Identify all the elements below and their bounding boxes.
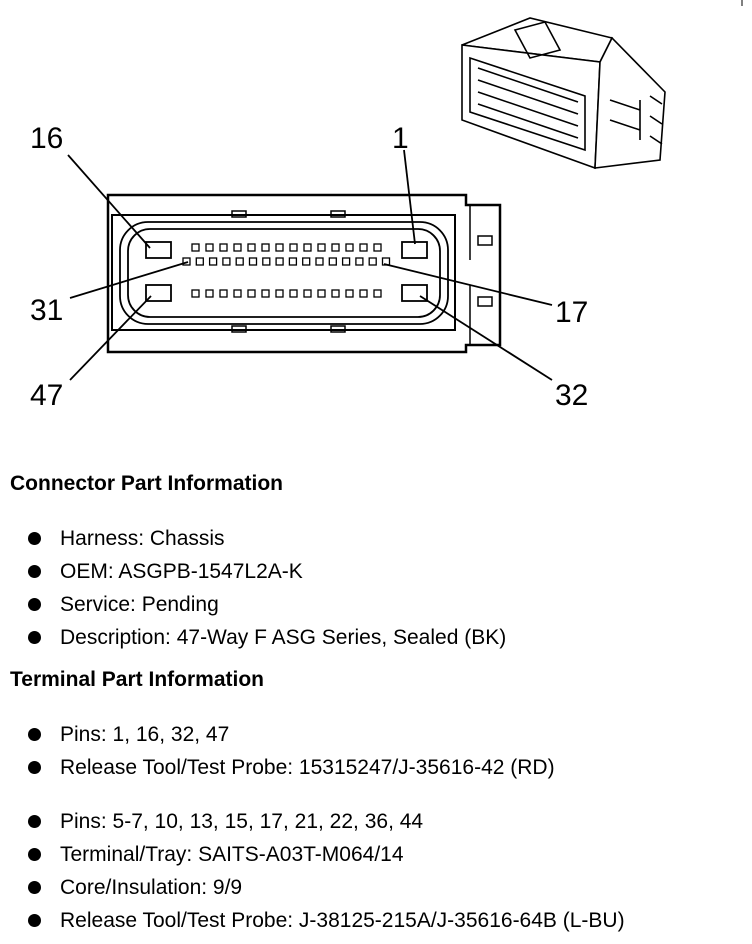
pin-cavity [248,257,258,266]
pin-cavity [261,289,270,298]
pin-cavity [208,257,218,266]
pin-label-47: 47 [30,379,63,412]
pin-cavity [303,289,312,298]
connector-diagram: 16 1 31 17 47 32 [30,0,743,412]
pin-cavity [317,243,326,252]
pin-cavity [289,289,298,298]
pin-cavity [191,243,200,252]
pin-label-17: 17 [555,296,588,329]
pin-cavity [303,243,312,252]
bullet-icon [28,914,41,927]
pin-cavity [368,257,377,266]
list-item: Release Tool/Test Probe: 15315247/J-3561… [0,751,752,784]
pin-cavity [275,289,284,298]
bullet-icon [28,815,41,828]
bullet-icon [28,532,41,545]
pin-cavity [331,289,340,298]
cavity-47 [145,284,172,302]
terminal-info-list-2: Pins: 5-7, 10, 13, 15, 17, 21, 22, 36, 4… [0,805,752,937]
pin-label-32: 32 [555,379,588,412]
pin-cavity [373,289,382,298]
pin-label-16: 16 [30,122,63,155]
pin-cavity [219,243,228,252]
connector-3d-illustration [461,17,666,170]
list-item: Description: 47-Way F ASG Series, Sealed… [0,621,752,654]
bullet-icon [28,728,41,741]
bullet-icon [28,761,41,774]
pin-cavity [331,243,340,252]
list-item: Release Tool/Test Probe: J-38125-215A/J-… [0,904,752,937]
pin-cavity [275,243,284,252]
list-item: OEM: ASGPB-1547L2A-K [0,555,752,588]
pin-cavity [261,243,270,252]
list-item: Terminal/Tray: SAITS-A03T-M064/14 [0,838,752,871]
pin-cavity [288,257,298,266]
list-item: Core/Insulation: 9/9 [0,871,752,904]
connector-section-title: Connector Part Information [10,472,284,495]
terminal-section-title: Terminal Part Information [10,668,264,691]
pin-cavity [359,289,368,298]
large-cavities [145,241,428,302]
pin-cavity [341,257,351,266]
pin-cavity [275,257,284,266]
bullet-icon [28,598,41,611]
bullet-icon [28,565,41,578]
leader-lines [67,149,553,381]
pin-label-31: 31 [30,294,63,327]
bullet-icon [28,881,41,894]
pin-label-1: 1 [392,122,409,155]
pin-cavity [219,289,228,298]
pin-cavity [315,257,324,266]
connector-info-list: Harness: Chassis OEM: ASGPB-1547L2A-K Se… [0,522,752,654]
connector-face [106,193,502,354]
list-item: Pins: 1, 16, 32, 47 [0,718,752,751]
pin-cavity [233,289,242,298]
pin-cavity [262,257,271,266]
pin-cavity [345,243,354,252]
small-cavities [182,243,391,298]
list-item: Service: Pending [0,588,752,621]
pin-cavity [328,257,337,266]
pin-cavity [182,257,191,266]
bullet-icon [28,631,41,644]
pin-cavity [205,243,214,252]
pin-cavity [302,257,311,266]
pin-cavity [247,243,256,252]
pin-cavity [233,243,242,252]
pin-cavity [355,257,364,266]
pin-cavity [222,257,231,266]
pin-cavity [235,257,244,266]
cavity-1 [401,241,428,259]
pin-cavity [191,289,200,298]
bullet-icon [28,848,41,861]
pin-cavity [373,243,382,252]
pin-cavity [205,289,214,298]
pin-cavity [247,289,256,298]
list-item: Harness: Chassis [0,522,752,555]
cavity-16 [145,241,172,259]
pin-cavity [317,289,326,298]
pin-cavity [359,243,368,252]
part-information: Connector Part Information Harness: Chas… [0,470,752,937]
pin-cavity [289,243,298,252]
terminal-info-list-1: Pins: 1, 16, 32, 47 Release Tool/Test Pr… [0,718,752,784]
pin-cavity [345,289,354,298]
pin-cavity [195,257,204,266]
list-item: Pins: 5-7, 10, 13, 15, 17, 21, 22, 36, 4… [0,805,752,838]
